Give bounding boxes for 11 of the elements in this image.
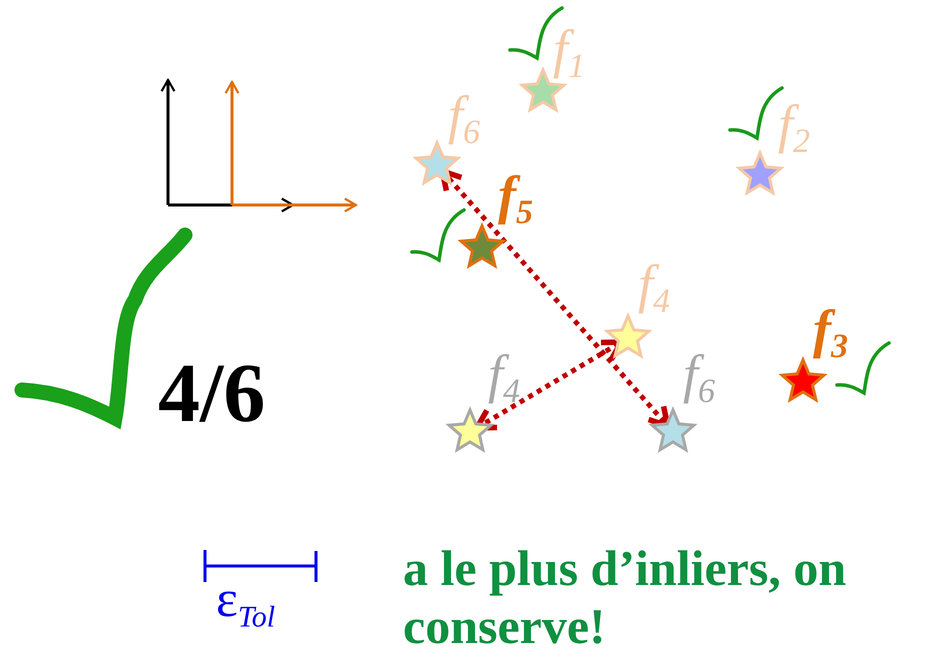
feature-label: f$_{6}$ <box>683 347 716 401</box>
tolerance-label: ε$_{Tol}$ <box>216 574 276 626</box>
feature-label: f$_{1}$ <box>553 22 586 76</box>
conclusion-text: a le plus d’inliers, on conserve! <box>403 540 848 655</box>
feature-label: f$_{3}$ <box>813 302 848 356</box>
feature-label: f$_{4}$ <box>638 257 670 311</box>
feature-label: f$_{4}$ <box>488 347 520 401</box>
ratio-label: 4/6 <box>158 352 266 436</box>
feature-label: f$_{6}$ <box>448 88 480 142</box>
feature-label: f$_{5}$ <box>498 168 533 222</box>
feature-label: f$_{2}$ <box>778 97 810 151</box>
